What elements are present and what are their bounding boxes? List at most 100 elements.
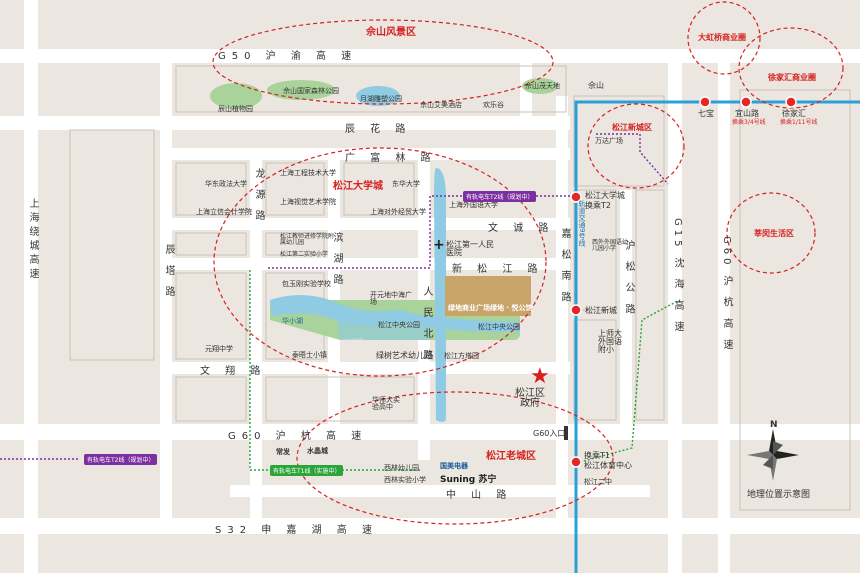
g60-entrance-label: G60入口 [533, 429, 566, 438]
station-sports [570, 456, 582, 468]
poi-donghua: 东华大学 [392, 180, 420, 188]
zone-circles [212, 1, 844, 525]
road-renmin-n: 人 民 北 路 [421, 286, 432, 364]
station-daxuecheng [570, 191, 582, 203]
poi-songjiang-center-park2: 松江中央公园 [478, 323, 520, 331]
station-yishan-label: 宜山路 [735, 109, 759, 118]
poi-lvdi-arts: 绿树艺术幼儿园 [376, 351, 432, 360]
station-xincheng-label: 松江新城 [585, 306, 617, 315]
tag-t2-left: 有轨电车T2线（规划中） [84, 454, 158, 465]
poi-gongcheng: 上海工程技术大学 [280, 169, 336, 177]
station-daxuecheng-transfer: 换乘T2 [585, 201, 611, 210]
poi-lvdi-plaza: 绿地商业广场 [448, 304, 490, 312]
road-guangfulin: 广 富 林 路 [345, 153, 437, 164]
road-wenxiang: 文 翔 路 [200, 366, 267, 377]
zone-sheshan-circle [212, 19, 554, 105]
zone-xinzhuang-circle [726, 192, 816, 274]
government-star-icon: ★ [530, 364, 550, 389]
poi-sheshan-zhiwu: 辰山植物园 [218, 105, 253, 113]
poi-shangwai: 上师大外国语附小 [598, 329, 622, 354]
poi-lvdi-yue: 绿地 · 悦公馆 [490, 304, 533, 312]
zone-laocheng: 松江老城区 [486, 451, 536, 462]
poi-xilin: 西林幼儿园 [384, 464, 419, 472]
tram-t1 [249, 270, 681, 471]
metro-stations [570, 96, 797, 468]
road-s32: S32 申 嘉 湖 高 速 [215, 525, 378, 536]
road-g60-huhang: G60 沪 杭 高 速 [721, 236, 732, 354]
zone-daxuecheng: 松江大学城 [333, 181, 383, 192]
poi-taiwu: 泰晤士小镇 [292, 351, 327, 359]
transfer-3-4-label: 换乘3/4号线 [732, 119, 766, 126]
poi-huanlegu: 欢乐谷 [483, 101, 504, 109]
road-g50: G50 沪 渝 高 速 [218, 51, 358, 62]
poi-renmin-hospital: 松江第一人民医院 [446, 240, 494, 257]
logo-suning: Suning 苏宁 [440, 475, 497, 485]
g60-entrance-marker [564, 426, 568, 440]
station-sports-transfer: 换乘T1 [584, 451, 610, 460]
zone-xujiahui: 徐家汇商业圈 [768, 73, 816, 82]
poi-waiguoyu-kinder: 西外外国语幼儿园小学 [592, 239, 629, 252]
poi-sheshan-forest: 佘山国家森林公园 [283, 87, 339, 95]
station-xujiahui [785, 96, 797, 108]
road-g60-expr: G60 沪 杭 高 速 [228, 431, 368, 442]
road-jiading: 嘉 松 南 路 [559, 228, 570, 306]
legend-title: 地理位置示意图 [747, 490, 811, 500]
logo-changsheng: 常发 [276, 448, 290, 456]
poi-sheshan-hotel: 佘山艾美酒店 [420, 101, 462, 109]
compass-icon [747, 429, 799, 481]
station-yishan [740, 96, 752, 108]
zone-xincheng: 松江新城区 [612, 123, 652, 132]
zone-xujiahui-circle [738, 27, 844, 109]
poi-waijing: 上海对外经贸大学 [370, 208, 426, 216]
poi-kaiyuan: 开元地中海广场 [370, 291, 412, 306]
logo-haimeng: 水晶城 [307, 447, 328, 455]
poi-shijue: 上海视觉艺术学院 [280, 198, 336, 206]
tag-t2-top: 有轨电车T2线（规划中） [463, 191, 537, 202]
poi-yuanfang: 元翔中学 [205, 345, 233, 353]
road-binhu: 滨 湖 路 [331, 232, 342, 289]
poi-huaxiaohu: 华小湖 [282, 317, 303, 325]
station-daxuecheng-label: 松江大学城 [585, 191, 625, 200]
poi-erzhong: 松江二中 [584, 478, 612, 486]
road-chenta: 辰 塔 路 [163, 244, 174, 301]
zone-daxuecheng-circle [213, 147, 547, 377]
road-zhongshan: 中 山 路 [446, 490, 513, 501]
poi-jiaoyu: 松江教师进修学院附属幼儿园 [280, 233, 335, 246]
station-xujiahui-label: 徐家汇 [782, 109, 806, 118]
poi-xilin-shiyan: 西林实验小学 [384, 476, 426, 484]
poi-qu-zhengfu: 松江区政府 [515, 388, 545, 409]
zone-sheshan: 佘山风景区 [366, 27, 416, 38]
label-line9: 轨道交通9号线 [578, 200, 586, 247]
road-wencheng: 文 诚 路 [488, 223, 555, 234]
road-longyuan: 龙 源 路 [253, 168, 264, 225]
zone-xincheng-circle [587, 103, 685, 189]
poi-songjiang-center-park: 松江中央公园 [378, 321, 420, 329]
transfer-1-11-label: 换乘1/11号线 [780, 119, 818, 126]
water [270, 86, 520, 422]
zone-laocheng-circle [296, 391, 614, 525]
road-chenhua: 辰 花 路 [345, 124, 412, 135]
logo-guomei: 国美电器 [440, 462, 468, 470]
zone-dahongqiao: 大虹桥商业圈 [698, 33, 746, 42]
compass-north-label: N [770, 420, 778, 430]
poi-huadong: 华东政法大学 [205, 180, 247, 188]
zone-dahongqiao-circle [687, 1, 761, 75]
poi-ziwei-yuan: 松江方塔园 [444, 352, 479, 360]
project-plot [445, 276, 531, 316]
poi-sheshan-tiandi: 佘山茂天地 [525, 82, 560, 90]
road-husong: 沪 松 公 路 [623, 240, 634, 318]
poi-wanda: 万达广场 [595, 137, 623, 145]
zone-xinzhuang: 莘闵生活区 [754, 229, 794, 238]
tag-t1: 有轨电车T1线（实施中） [270, 465, 344, 476]
station-qibao [699, 96, 711, 108]
road-xinsongjiang: 新 松 江 路 [452, 264, 544, 275]
station-sheshan-label: 佘山 [588, 81, 604, 90]
road-g15: G15 沈 海 高 速 [672, 218, 683, 336]
hospital-cross-icon: + [433, 237, 445, 253]
station-qibao-label: 七宝 [698, 109, 714, 118]
poi-lixin: 上海立信会计学院 [196, 208, 252, 216]
road-shanghai-ring: 上海绕城高速 [27, 198, 38, 282]
